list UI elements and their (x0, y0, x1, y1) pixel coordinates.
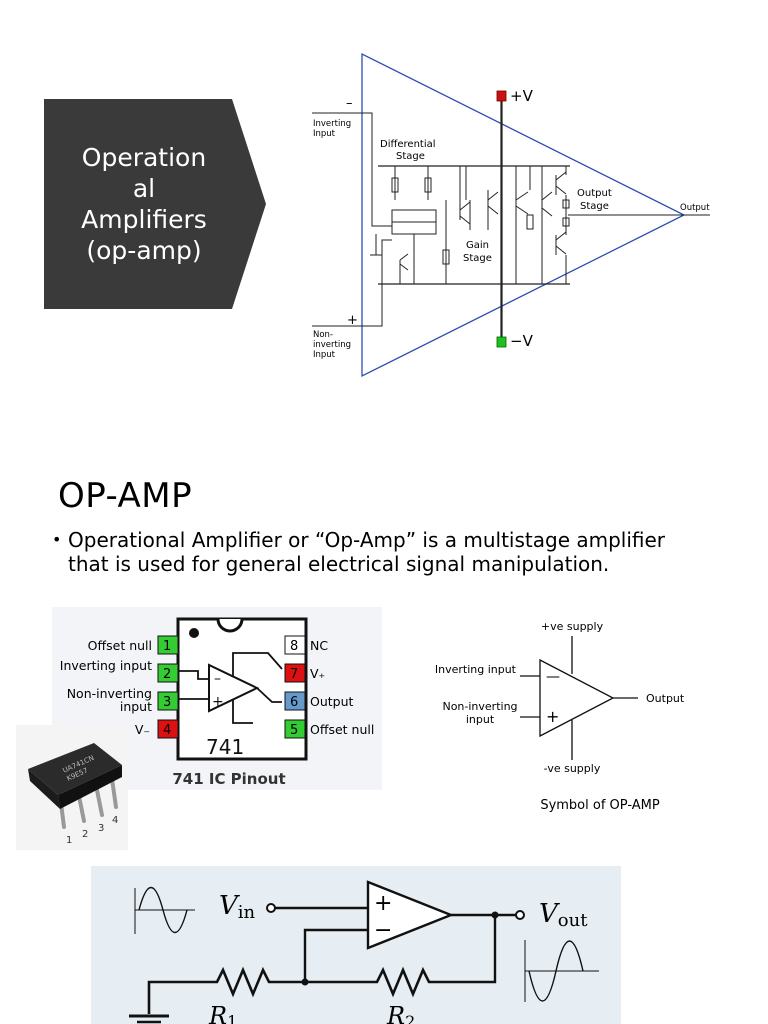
resistor-r2 (305, 966, 436, 998)
minus-v-label: −V (510, 332, 534, 350)
resistor-r1 (147, 966, 305, 1014)
differential-stage-label-2: Stage (396, 151, 425, 162)
non-inverting-label-1: Non- (313, 330, 333, 340)
circuit-plus: + (374, 891, 392, 916)
differential-stage-label-1: Differential (380, 139, 436, 150)
slide-title: Operation al Amplifiers (op-amp) (81, 143, 207, 265)
opamp-triangle (361, 52, 686, 378)
bullet-item: • Operational Amplifier or “Op-Amp” is a… (52, 528, 692, 576)
gain-stage-label-2: Stage (463, 253, 492, 264)
input-sine-wave (134, 887, 195, 934)
vin-label: Vin (219, 891, 256, 923)
slide2-heading: OP-AMP (58, 476, 193, 516)
non-inverting-label-2: inverting (313, 340, 351, 350)
pin-2-number: 2 (163, 667, 171, 682)
symbol-non-inverting-label-2: input (466, 713, 495, 726)
opamp-symbol: +ve supply -ve supply — Inverting input … (435, 620, 685, 775)
output-label: Output (680, 203, 710, 213)
pin-8-number: 8 (290, 639, 298, 654)
chip-pin-label-1: 1 (66, 835, 72, 846)
pin-6-number: 6 (290, 695, 298, 710)
svg-text:–: – (214, 671, 221, 687)
svg-text:+: + (212, 694, 224, 710)
symbol-inverting-label: Inverting input (435, 663, 517, 676)
minus-v-terminal (496, 336, 507, 348)
chip-pin-label-4: 4 (112, 815, 118, 826)
symbol-output-label: Output (646, 692, 685, 705)
inverting-label-1: Inverting (313, 119, 351, 129)
non-inverting-sign: + (347, 313, 358, 328)
circuit-minus: − (374, 918, 392, 943)
chip-number: 741 (206, 735, 244, 759)
pin-8-label: NC (310, 638, 328, 653)
pin-1-label: Offset null (88, 638, 152, 653)
title-chevron (44, 99, 266, 309)
pin-3-label-2: input (120, 699, 152, 714)
bullet-text: Operational Amplifier or “Op-Amp” is a m… (68, 528, 666, 576)
pin-2-label: Inverting input (60, 658, 152, 673)
opamp-internal-diagram: +V −V – Inverting Input + Non- inverting… (312, 52, 710, 378)
r2-label: R2 (386, 1002, 415, 1024)
symbol-minus: — (546, 669, 560, 685)
inverting-amplifier-circuit: Vin + − Vout R1 R2 (91, 866, 621, 1024)
plus-v-label: +V (510, 87, 534, 105)
vout-label: Vout (539, 899, 588, 931)
symbol-plus: + (546, 707, 559, 726)
pin-6-label: Output (310, 694, 354, 709)
pin-7-label: V₊ (310, 666, 325, 681)
pin-5-label: Offset null (310, 722, 374, 737)
gain-stage-label-1: Gain (466, 240, 489, 251)
pin-3-number: 3 (163, 695, 171, 710)
symbol-non-inverting-label-1: Non-inverting (442, 700, 517, 713)
inverting-label-2: Input (313, 129, 336, 139)
r1-label: R1 (208, 1002, 237, 1024)
pin-3-label-1: Non-inverting (67, 686, 152, 701)
pin1-dot (189, 628, 199, 638)
symbol-top-supply: +ve supply (541, 620, 604, 633)
symbol-bottom-supply: -ve supply (544, 762, 601, 775)
title-chevron-text-box: Operation al Amplifiers (op-amp) (44, 99, 244, 309)
pin-1-number: 1 (163, 639, 171, 654)
pin-5-number: 5 (290, 723, 298, 738)
pin-7-number: 7 (290, 667, 298, 682)
plus-v-terminal (496, 90, 507, 102)
inverting-sign: – (346, 96, 353, 111)
ic-chip-photo: UA741CN K9E57 1 2 3 4 (16, 725, 128, 850)
output-sine-wave (524, 940, 599, 1002)
pinout-title: 741 IC Pinout (172, 770, 285, 788)
chip-pin-label-3: 3 (98, 823, 104, 834)
symbol-caption: Symbol of OP-AMP (540, 798, 660, 813)
bullet-marker: • (52, 530, 62, 549)
output-stage-label-2: Stage (580, 201, 609, 212)
non-inverting-label-3: Input (313, 350, 336, 360)
pin-4-number: 4 (163, 723, 171, 738)
pin-4-label: V₋ (135, 722, 150, 737)
chip-pin-label-2: 2 (82, 829, 88, 840)
output-stage-label-1: Output (577, 188, 612, 199)
